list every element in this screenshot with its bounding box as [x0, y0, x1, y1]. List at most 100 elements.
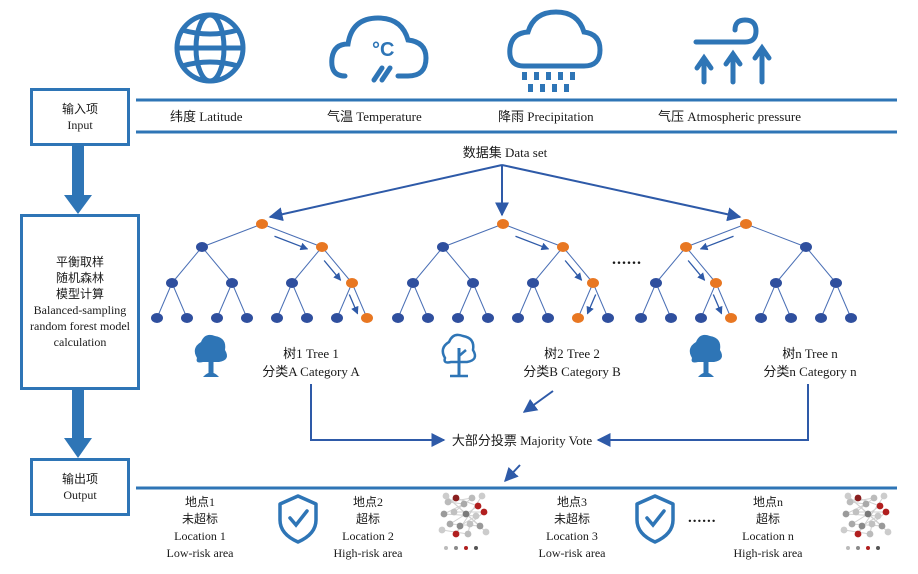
treen-category: 分类n Category n	[763, 364, 857, 379]
output-box-cn: 输出项	[61, 472, 98, 486]
treen-edge	[685, 246, 717, 284]
tree2-path-arrow	[564, 260, 583, 281]
input-label-temperature: 气温 Temperature	[327, 109, 422, 124]
treen-edge	[685, 223, 747, 248]
tree2-edge	[412, 246, 444, 284]
treen-node	[830, 278, 842, 288]
tree1-edge	[291, 282, 308, 319]
tree-ellipsis: ......	[612, 251, 642, 268]
decision-trees	[151, 219, 857, 323]
tree2-edge	[412, 282, 429, 319]
treen-node-selected	[740, 219, 752, 229]
location-3: 地点3 未超标 Location 3 Low-risk area	[539, 494, 606, 562]
globe-icon	[174, 12, 246, 84]
output-box: 输出项 Output	[30, 458, 130, 516]
tree1-node-selected	[361, 313, 373, 323]
tree2-name: 树2 Tree 2	[544, 346, 600, 361]
treen-edge	[775, 246, 807, 284]
treen-edge	[820, 282, 837, 319]
location-2: 地点2 超标 Location 2 High-risk area	[334, 494, 403, 562]
thermometer-cloud-icon: °C	[329, 15, 429, 83]
tree1-path-arrow	[348, 294, 359, 315]
treen-path-arrow	[712, 294, 723, 315]
output-icons	[278, 492, 892, 550]
location-1: 地点1 未超标 Location 1 Low-risk area	[167, 494, 234, 562]
treen-node	[770, 278, 782, 288]
treen-path-arrow	[687, 260, 706, 281]
location-n-risk: High-risk area	[733, 546, 803, 560]
tree2-node	[602, 313, 614, 323]
input-box-en: Input	[67, 118, 93, 132]
model-box-line1: 平衡取样	[55, 255, 104, 269]
tree1-node-selected	[346, 278, 358, 288]
tree2-category: 分类B Category B	[523, 364, 621, 379]
tree1-node	[211, 313, 223, 323]
dataset-arrows	[268, 164, 742, 222]
tree1-edge	[351, 282, 368, 319]
tree2-node-selected	[497, 219, 509, 229]
treen-edge	[655, 282, 672, 319]
treen-edge	[715, 282, 732, 319]
tree2-node	[392, 313, 404, 323]
location-2-status: 超标	[355, 512, 381, 526]
treen-node-selected	[710, 278, 722, 288]
tree1-node-selected	[316, 242, 328, 252]
treen-graph	[635, 219, 857, 323]
treen-node	[665, 313, 677, 323]
tree1-name: 树1 Tree 1	[283, 346, 339, 361]
location-3-name: 地点3	[556, 495, 587, 509]
treen-edge	[745, 223, 807, 248]
tree2-node	[527, 278, 539, 288]
input-box: 输入项 Input	[30, 88, 130, 146]
treen-node-selected	[725, 313, 737, 323]
treen-node	[785, 313, 797, 323]
tree1-edge	[171, 246, 203, 284]
location-3-status: 未超标	[553, 512, 590, 526]
tree2-node	[437, 242, 449, 252]
treen-edge	[760, 282, 777, 319]
dataset-label: 数据集 Data set	[462, 145, 548, 160]
location-1-risk: Low-risk area	[166, 546, 234, 560]
tree1-node-selected	[256, 219, 268, 229]
tree2-edge	[442, 223, 504, 248]
tree1-edge	[216, 282, 233, 319]
location-n-status: 超标	[755, 512, 781, 526]
treen-edge	[775, 282, 792, 319]
rain-cloud-icon	[507, 9, 603, 92]
tree1-edge	[276, 282, 293, 319]
treen-node	[650, 278, 662, 288]
tree2-edge	[472, 282, 489, 319]
treen-name: 树n Tree n	[782, 346, 838, 361]
treen-node	[815, 313, 827, 323]
location-1-status: 未超标	[181, 512, 218, 526]
location-2-en: Location 2	[342, 529, 394, 543]
tree2-node	[452, 313, 464, 323]
tree1-node	[301, 313, 313, 323]
tree-outline-icon	[441, 333, 477, 378]
treen-edge	[700, 282, 717, 319]
model-box: 平衡取样 随机森林 模型计算 Balanced-sampling random …	[20, 214, 140, 390]
tree1-edge	[171, 282, 188, 319]
tree2-edge	[442, 246, 474, 284]
tree1-edge	[201, 223, 263, 248]
treen-node	[800, 242, 812, 252]
model-box-line5: random forest model	[30, 319, 130, 333]
tree2-edge	[397, 282, 414, 319]
treen-path-arrow	[699, 235, 734, 251]
tree2-graph	[392, 219, 614, 323]
tree2-edge	[502, 223, 564, 248]
tree1-node	[331, 313, 343, 323]
input-label-precipitation: 降雨 Precipitation	[498, 109, 594, 124]
output-ellipsis: ......	[688, 510, 717, 526]
wind-pressure-icon	[693, 17, 772, 85]
tree2-node	[482, 313, 494, 323]
tree2-path-arrow	[515, 235, 550, 251]
location-1-name: 地点1	[184, 495, 215, 509]
input-label-pressure: 气压 Atmospheric pressure	[658, 109, 801, 124]
tree-solid-icon	[194, 334, 227, 377]
model-box-line4: Balanced-sampling	[33, 303, 127, 317]
model-box-line6: calculation	[53, 335, 107, 349]
tree1-edge	[321, 246, 353, 284]
